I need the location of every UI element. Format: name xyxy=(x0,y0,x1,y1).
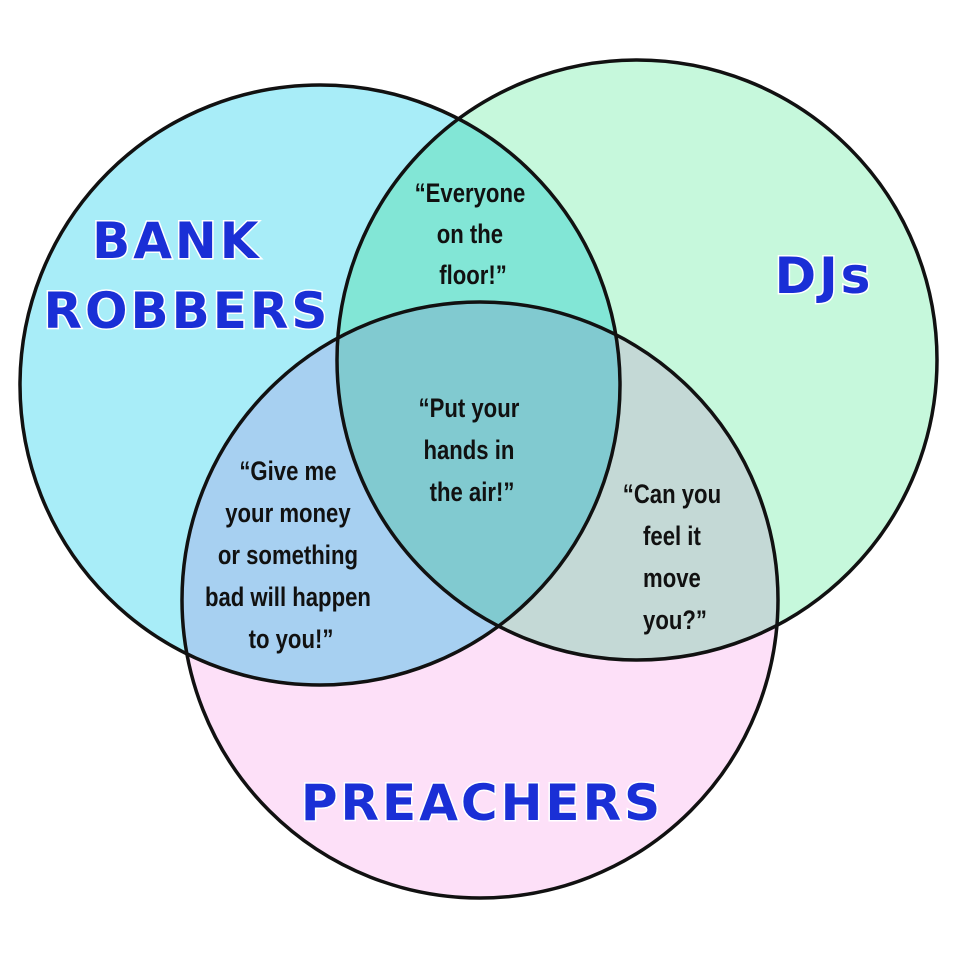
quote-line: “Put your xyxy=(419,394,520,424)
bank-robbers-label-line: ROBBERS xyxy=(44,282,331,340)
quote-line: on the xyxy=(437,220,503,250)
quote-line: your money xyxy=(225,499,351,529)
all-three-quote: “Put your hands in the air!” xyxy=(419,394,526,508)
quote-line: you?” xyxy=(643,606,707,636)
quote-line: the air!” xyxy=(430,478,515,508)
bank-robbers-label-line: BANK xyxy=(92,212,261,270)
preachers-label: PREACHERS xyxy=(301,774,663,832)
quote-line: or something xyxy=(218,541,358,571)
quote-line: to you!” xyxy=(249,625,334,655)
bank-robbers-djs-quote: “Everyone on the floor!” xyxy=(415,179,532,291)
quote-line: move xyxy=(643,564,701,594)
djs-outline xyxy=(335,58,939,662)
bank-robbers-label: BANK ROBBERS xyxy=(44,212,331,340)
preachers-outline xyxy=(180,300,780,900)
djs-label-line: DJs xyxy=(775,247,874,305)
bank-robbers-preachers-quote: “Give me your money or something bad wil… xyxy=(205,457,377,655)
quote-line: hands in xyxy=(423,436,514,466)
djs-preachers-quote: “Can you feel it move you?” xyxy=(623,480,727,636)
bank-robbers-outline xyxy=(18,83,622,687)
quote-line: feel it xyxy=(643,522,701,552)
quote-line: floor!” xyxy=(439,261,507,291)
quote-line: “Everyone xyxy=(415,179,526,209)
djs-label: DJs xyxy=(775,247,874,305)
preachers-circle xyxy=(182,302,778,898)
quote-line: “Can you xyxy=(623,480,721,510)
quote-line: “Give me xyxy=(239,457,336,487)
preachers-label-line: PREACHERS xyxy=(301,774,663,832)
quote-line: bad will happen xyxy=(205,583,371,613)
